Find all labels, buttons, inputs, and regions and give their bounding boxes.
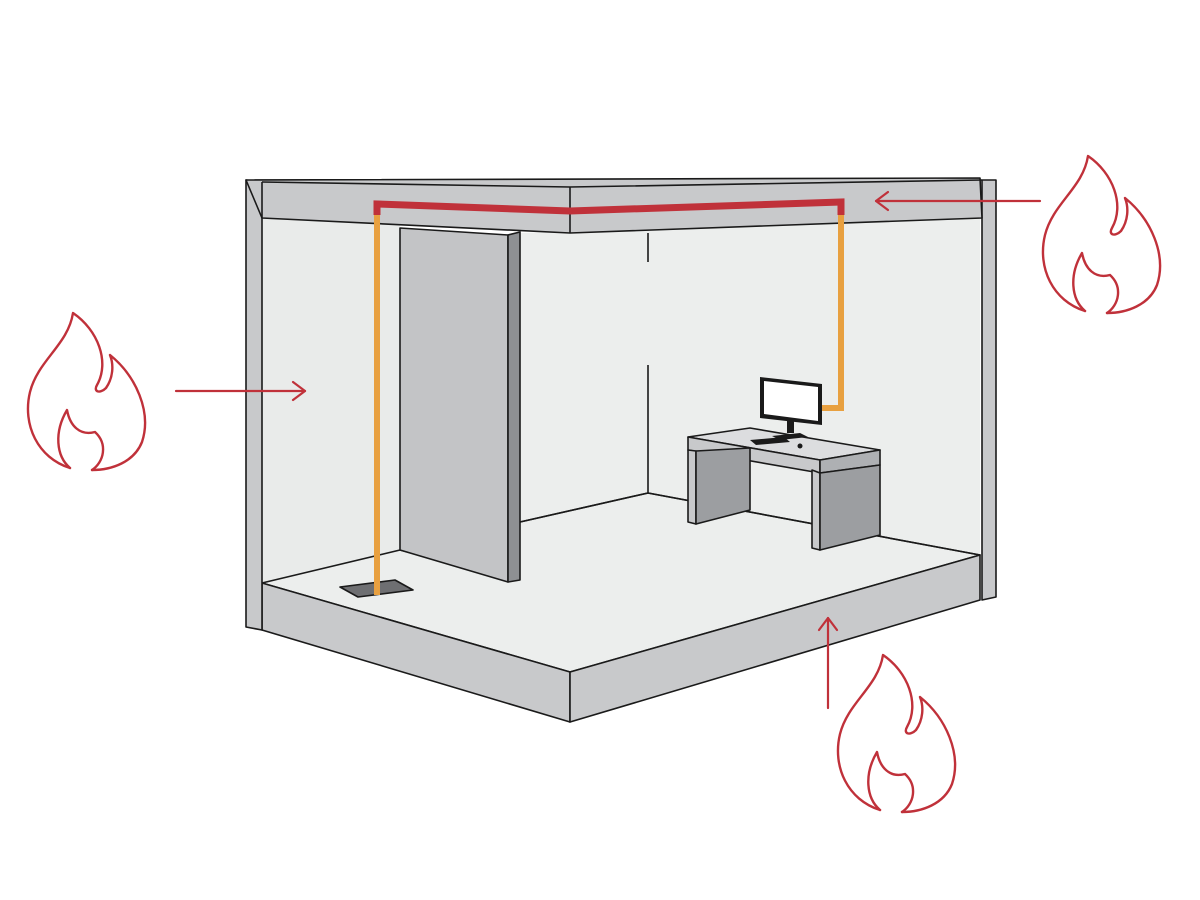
flame-icon [1041,154,1162,315]
flame-icon [26,311,147,472]
arrow-icon [817,616,839,710]
fire-protected-duct [373,198,845,215]
ceiling-slab [245,177,983,234]
monitor-icon [750,377,822,449]
arrow-icon [174,380,307,402]
left-wall-face [262,218,400,583]
left-wall [245,179,263,631]
right-wall [981,179,997,601]
desk-icon [687,427,881,551]
flame-icon [836,653,957,814]
partition-wall [399,227,509,583]
cable-duct-right [822,208,844,411]
arrow-icon [874,190,1042,212]
